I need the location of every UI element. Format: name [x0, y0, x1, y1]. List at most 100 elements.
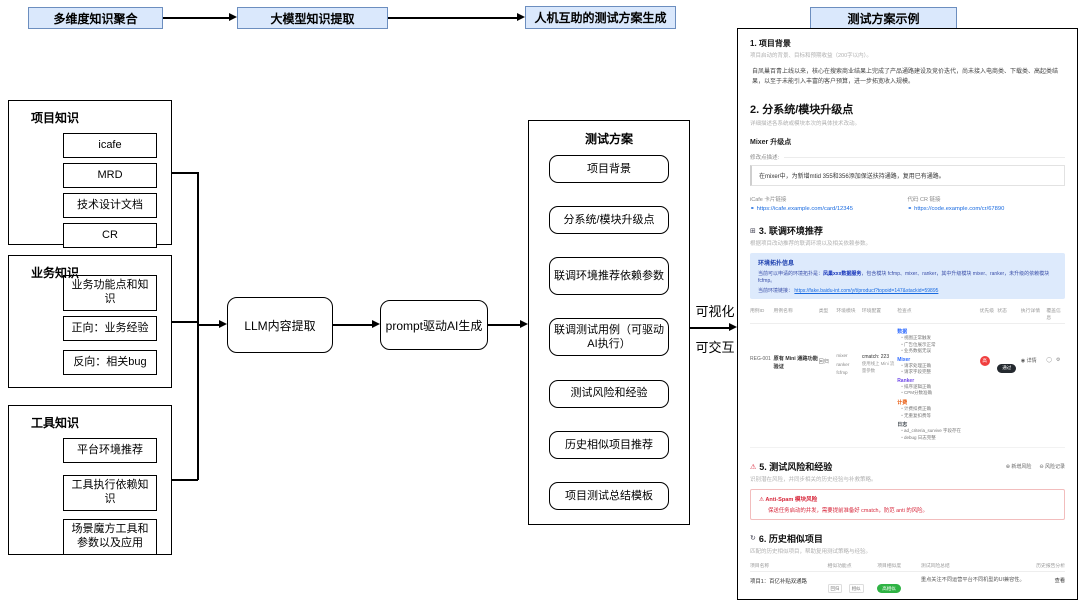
pipeline-step-4: 测试方案示例	[810, 7, 957, 29]
flow-label-visualize: 可视化	[695, 304, 735, 319]
env-topology-line: 当前可以申请的环境拓扑是：凤巢xxx数据服务，包含模块 fcfmp、mixer、…	[758, 270, 1057, 284]
knowledge-item-biz-negative: 反向：相关bug	[63, 350, 157, 375]
icafe-link-url[interactable]: https://icafe.example.com/card/12345	[756, 206, 853, 213]
case-config: cmatch: 223 使用线上 Mini 流量参数	[862, 328, 897, 443]
coverage-toggle-icon[interactable]: ◯	[1046, 357, 1052, 364]
doc-section1-subtitle: 项目启动的背景、目标和预期收益（200字以内）。	[750, 53, 872, 59]
item-label: 正向：业务经验	[71, 321, 149, 334]
similar-table-header: 项目名称 相似功能点 项目相似度 测试风险总结 历史报告分析	[750, 562, 1065, 572]
cr-link[interactable]: ⚭https://code.example.com/cr/67890	[908, 206, 1066, 212]
checkpoint-group-name: 数据	[897, 329, 908, 336]
pipeline-step-3: 人机互助的测试方案生成	[525, 6, 676, 29]
table-row: 项目1：百亿补贴双通路 回归 相似 高相似 重点关注不同运营平台不同机型的UI兼…	[750, 572, 1066, 599]
doc-section1-title: 1. 项目背景	[750, 39, 791, 48]
topology-icon: ⊞	[750, 227, 756, 235]
col-header: 用例名称	[773, 309, 793, 315]
checkpoint-item: 视图正常触发	[897, 335, 979, 342]
env-line-service: 凤巢xxx数据服务	[823, 271, 862, 278]
connector-line	[197, 324, 220, 326]
risk-alert: ⚠ Anti-Spam 模块风险 保送任务启动的并发，需要提前准备好 cmatc…	[750, 489, 1065, 520]
link-row: iCafe 卡片链接 ⚭https://icafe.example.com/ca…	[750, 195, 1065, 212]
connector-line	[690, 327, 730, 329]
col-header: 项目相似度	[877, 563, 902, 569]
checkpoint-group: Ranker 排序逻辑正确 CPM分数准确	[897, 378, 979, 397]
group-project-knowledge: 项目知识 icafe MRD 技术设计文档 CR	[8, 100, 172, 248]
prompt-ai-label: prompt驱动AI生成	[385, 318, 483, 333]
item-label: CR	[102, 228, 118, 241]
checkpoint-item: 计费扣费正确	[897, 406, 979, 413]
col-header: 历史报告分析	[1036, 563, 1066, 569]
test-plan-box: 测试方案 项目背景 分系统/模块升级点 联调环境推荐依赖参数 联调测试用例（可驱…	[528, 120, 690, 525]
change-desc-text: 在mixer中，为新增mtid 355和356添加保送扶持通路，复用已有通路。	[750, 165, 1065, 187]
knowledge-item-tech-doc: 技术设计文档	[63, 193, 157, 218]
knowledge-item-platform-env: 平台环境推荐	[63, 438, 157, 463]
link-icon: ⚭	[907, 206, 913, 213]
env-topology-panel: 环境拓扑信息 当前可以申请的环境拓扑是：凤巢xxx数据服务，包含模块 fcfmp…	[750, 253, 1065, 300]
module-name: ranker	[836, 361, 850, 367]
detail-link[interactable]: 详情	[1026, 358, 1037, 365]
doc-section3-title: 3. 联调环境推荐	[758, 226, 823, 237]
icafe-link[interactable]: ⚭https://icafe.example.com/card/12345	[750, 206, 908, 212]
arrowhead	[520, 320, 532, 328]
col-header: 测试风险总结	[920, 563, 950, 569]
doc-section3-subtitle: 根据项目改动推荐的联调环境以及相关依赖参数。	[750, 241, 872, 248]
knowledge-item-biz-features: 业务功能点和知识	[63, 275, 157, 311]
coverage-cell: ◯ ⚙	[1046, 328, 1065, 443]
gear-icon[interactable]: ⚙	[1055, 357, 1061, 364]
checkpoint-group-name: Ranker	[897, 377, 915, 384]
col-header: 类型	[818, 309, 829, 315]
detail-cell: ◉ 详情	[1021, 328, 1047, 443]
view-link[interactable]: 查看	[1054, 577, 1066, 584]
checkpoint-group: Mixer 请求处理正确 请求字段完整	[897, 357, 979, 376]
col-header: 优先级	[979, 309, 995, 315]
tag: 回归	[827, 584, 843, 594]
pipeline-step-1-label: 多维度知识聚合	[53, 11, 138, 26]
case-type: 回归	[818, 359, 829, 366]
item-label: 历史相似项目推荐	[565, 438, 653, 451]
plan-item-upgrades: 分系统/模块升级点	[549, 206, 669, 235]
plan-item-test-cases: 联调测试用例（可驱动AI执行）	[549, 318, 669, 357]
add-risk-button[interactable]: ⊕ 新增风险	[1006, 463, 1032, 470]
checkpoint-group-name: 计费	[897, 399, 908, 406]
item-label: 场景魔方工具和参数以及应用	[71, 523, 149, 549]
col-header: 项目名称	[750, 563, 770, 569]
test-plan-items: 项目背景 分系统/模块升级点 联调环境推荐依赖参数 联调测试用例（可驱动AI执行…	[549, 155, 669, 510]
checkpoint-group-name: Mixer	[897, 356, 911, 363]
link-icon: ⚭	[750, 206, 755, 213]
case-modules: mixer ranker fcfmp	[836, 328, 862, 443]
case-checkpoints: 数据 视图正常触发 广告位展示正常 业务数据无误 Mixer 请求处理正确 请求…	[897, 328, 979, 443]
env-line-pre: 当前可以申请的环境拓扑是：	[758, 271, 824, 278]
arrowhead	[729, 323, 741, 331]
plan-item-env-params: 联调环境推荐依赖参数	[549, 257, 669, 296]
item-label: 测试风险和经验	[570, 387, 648, 400]
connector-line	[163, 17, 229, 19]
icafe-link-label: iCafe 卡片链接	[750, 197, 787, 204]
item-label: 项目测试总结模板	[565, 489, 653, 502]
minus-icon: ⊖	[1039, 464, 1044, 471]
cr-link-url[interactable]: https://code.example.com/cr/67890	[914, 206, 1005, 213]
risk-log-button[interactable]: ⊖ 风险记录	[1039, 463, 1065, 470]
tag: 相似	[848, 584, 864, 594]
group-tool-knowledge: 工具知识 平台环境推荐 工具执行依赖知识 场景魔方工具和参数以及应用	[8, 405, 172, 555]
case-id: REG-001	[750, 356, 771, 363]
eye-icon: ◉	[1020, 358, 1026, 365]
config-note: 使用线上 Mini 流量参数	[861, 361, 895, 373]
env-link-url[interactable]: https://fake.baidu-int.com/y/t/product?t…	[794, 288, 939, 295]
col-header: 检查点	[897, 309, 912, 315]
checkpoint-item: 业务数据无误	[897, 348, 979, 355]
checkpoint-item: 排序逻辑正确	[897, 384, 979, 391]
risk-summary: 重点关注不同运营平台不同机型的UI兼容性。	[920, 576, 1025, 583]
status-cell: 通过	[997, 328, 1021, 443]
connector-line	[172, 172, 198, 174]
knowledge-item-cr: CR	[63, 223, 157, 248]
checkpoint-item: ad_criteria_survive 字段存在	[897, 428, 979, 435]
llm-extract-label: LLM内容提取	[244, 318, 316, 333]
item-label: 项目背景	[587, 162, 631, 175]
warning-icon: ⚠	[759, 497, 766, 504]
env-panel-title: 环境拓扑信息	[758, 261, 795, 268]
arrowhead	[229, 13, 241, 21]
doc-section6-title: 6. 历史相似项目	[758, 533, 823, 544]
prompt-ai-box: prompt驱动AI生成	[380, 300, 488, 350]
risk-alert-body: 保送任务启动的并发，需要提前准备好 cmatch，防范 anti 的风险。	[768, 507, 928, 514]
checkpoint-item: 请求字段完整	[897, 369, 979, 376]
